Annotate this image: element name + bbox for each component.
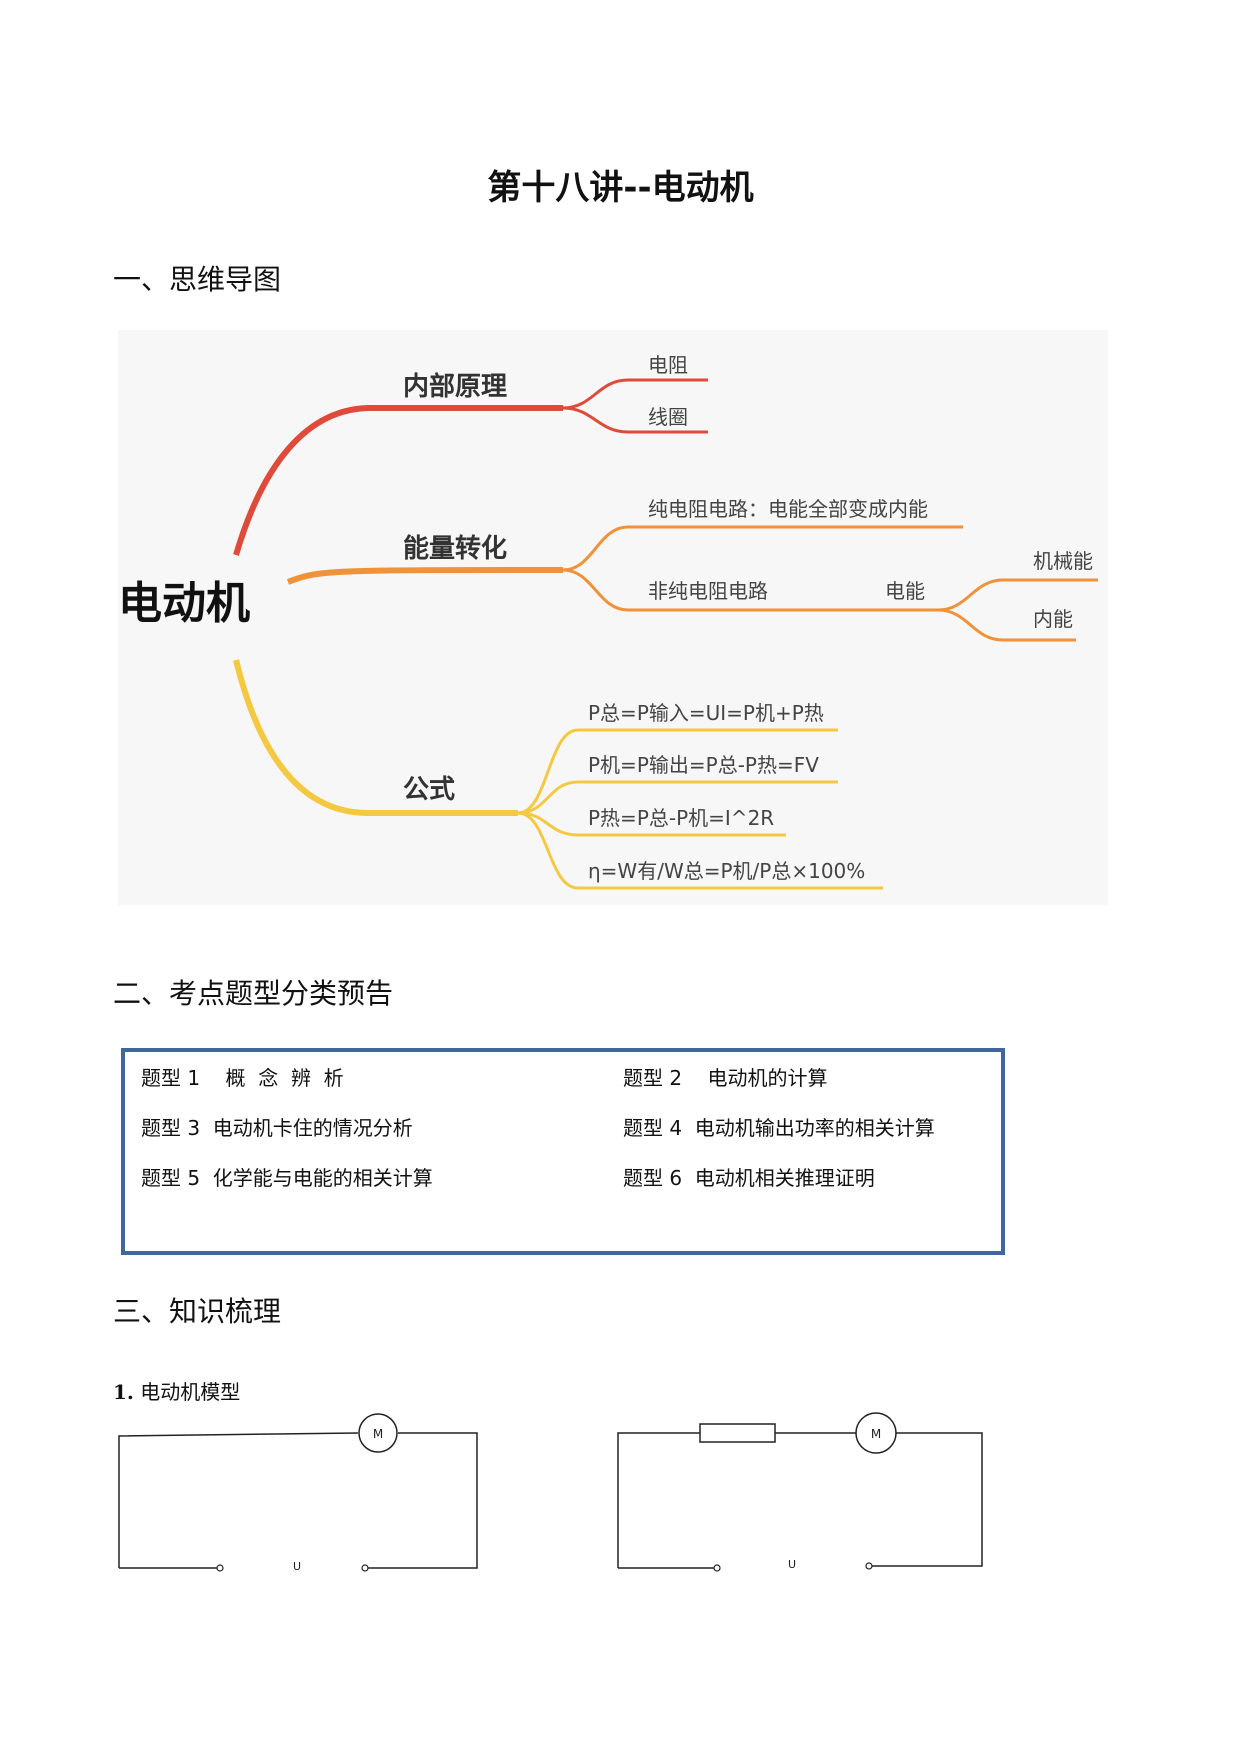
branch-line-principle bbox=[233, 405, 563, 556]
branch-label-formula: 公式 bbox=[403, 775, 455, 805]
resistor-symbol bbox=[699, 1423, 776, 1443]
terminal bbox=[713, 1564, 721, 1572]
branch-line-energy bbox=[286, 567, 564, 585]
leaf-mechanical-energy: 机械能 bbox=[1033, 549, 1093, 573]
voltage-label: U bbox=[788, 1558, 796, 1571]
terminal bbox=[361, 1564, 369, 1572]
type-item-6: 题型 6 电动机相关推理证明 bbox=[623, 1166, 875, 1190]
motor-label: M bbox=[373, 1427, 383, 1441]
subsection-label: 电动机模型 bbox=[140, 1380, 241, 1404]
motor-symbol bbox=[855, 1412, 897, 1454]
branch-line-formula-1 bbox=[517, 728, 838, 815]
leaf-formula-mechanical-power: P机=P输出=P总-P热=FV bbox=[588, 753, 819, 777]
leaf-nonpure-resistor: 非纯电阻电路 bbox=[648, 579, 768, 603]
leaf-formula-total-power: P总=P输入=UI=P机+P热 bbox=[588, 701, 824, 725]
branch-line-formula-2 bbox=[517, 780, 838, 815]
branch-line-formula bbox=[233, 659, 518, 816]
branch-line-formula-4 bbox=[517, 811, 883, 890]
branch-line-mechanical bbox=[937, 578, 1098, 612]
branch-line-formula-3 bbox=[517, 811, 786, 837]
type-item-3: 题型 3 电动机卡住的情况分析 bbox=[141, 1116, 413, 1140]
branch-line-resistor bbox=[562, 378, 708, 410]
type-item-1: 题型 1 概 念 辨 析 bbox=[141, 1066, 344, 1090]
leaf-resistor: 电阻 bbox=[648, 353, 688, 377]
type-item-5: 题型 5 化学能与电能的相关计算 bbox=[141, 1166, 433, 1190]
branch-label-energy: 能量转化 bbox=[403, 533, 507, 564]
branch-line-internal bbox=[937, 608, 1076, 642]
leaf-coil: 线圈 bbox=[648, 405, 688, 429]
circuit-diagram-resistor-motor: M U bbox=[617, 1412, 983, 1572]
leaf-formula-efficiency: η=W有/W总=P机/P总×100% bbox=[588, 859, 865, 883]
page-title: 第十八讲--电动机 bbox=[487, 168, 754, 208]
subsection-title-motor-model: 1. 电动机模型 bbox=[113, 1376, 240, 1405]
circuit-wire bbox=[872, 1432, 983, 1567]
circuit-diagram-motor-only: M U bbox=[118, 1413, 478, 1573]
leaf-internal-energy: 内能 bbox=[1033, 607, 1073, 631]
circuit-wire bbox=[617, 1432, 700, 1568]
question-types-box: 题型 1 概 念 辨 析 题型 2 电动机的计算 题型 3 电动机卡住的情况分析… bbox=[121, 1048, 1005, 1255]
circuit-wire bbox=[368, 1432, 478, 1569]
branch-label-principle: 内部原理 bbox=[403, 372, 507, 402]
section-heading-mindmap: 一、思维导图 bbox=[113, 263, 282, 296]
branch-line-nonpure bbox=[562, 568, 938, 612]
motor-symbol bbox=[358, 1413, 398, 1453]
mind-map-background bbox=[118, 330, 1108, 905]
voltage-label: U bbox=[293, 1560, 301, 1573]
leaf-electric-energy: 电能 bbox=[885, 579, 925, 603]
leaf-pure-resistor: 纯电阻电路：电能全部变成内能 bbox=[648, 497, 928, 521]
branch-line-coil bbox=[562, 406, 708, 434]
circuit-wire bbox=[118, 1432, 359, 1568]
section-heading-types: 二、考点题型分类预告 bbox=[113, 977, 394, 1010]
branch-line-pure bbox=[562, 525, 963, 572]
terminal bbox=[865, 1562, 873, 1570]
mind-map-root: 电动机 bbox=[118, 578, 250, 629]
section-heading-knowledge: 三、知识梳理 bbox=[113, 1295, 282, 1328]
terminal bbox=[216, 1564, 224, 1572]
mind-map: 电动机 内部原理 电阻 线圈 能量转化 纯电阻电路：电能全部变成内能 非纯电阻电… bbox=[118, 330, 1108, 905]
subsection-number: 1. bbox=[113, 1380, 134, 1404]
leaf-formula-heat-power: P热=P总-P机=I^2R bbox=[588, 806, 774, 830]
type-item-4: 题型 4 电动机输出功率的相关计算 bbox=[623, 1116, 935, 1140]
motor-label: M bbox=[871, 1427, 881, 1441]
type-item-2: 题型 2 电动机的计算 bbox=[623, 1066, 828, 1090]
